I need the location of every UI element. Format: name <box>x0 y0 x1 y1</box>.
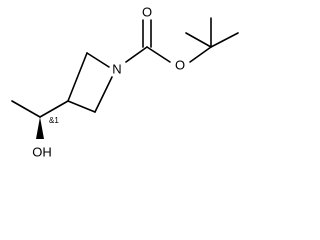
bond-carbonyl-o <box>146 46 171 63</box>
wedge-bond-oh <box>36 117 44 139</box>
atom-label-ester-o: O <box>175 57 185 72</box>
bond-tbu-methyl-left <box>185 32 212 48</box>
atom-label-hydroxyl: OH <box>32 144 52 159</box>
bond-c3-chiral-c <box>39 100 69 118</box>
atom-label-ring-n: N <box>112 61 121 76</box>
atom-label-carbonyl-o: O <box>142 4 152 19</box>
bond-tbu-methyl-right <box>210 32 239 48</box>
molecule-structure: O O N OH &1 <box>11 4 239 159</box>
bond-c3-ring-bottom <box>67 100 96 113</box>
stereo-label: &1 <box>49 116 59 125</box>
bond-carbonyl-n <box>125 46 148 63</box>
bond-o-tbu <box>189 46 212 63</box>
bond-n-ring-top <box>86 52 110 68</box>
bond-ring-bottom-n <box>94 76 113 113</box>
bond-ring-top-c3 <box>67 52 88 102</box>
bond-chiral-methyl <box>11 100 41 118</box>
structure-canvas: O O N OH &1 <box>11 4 239 160</box>
